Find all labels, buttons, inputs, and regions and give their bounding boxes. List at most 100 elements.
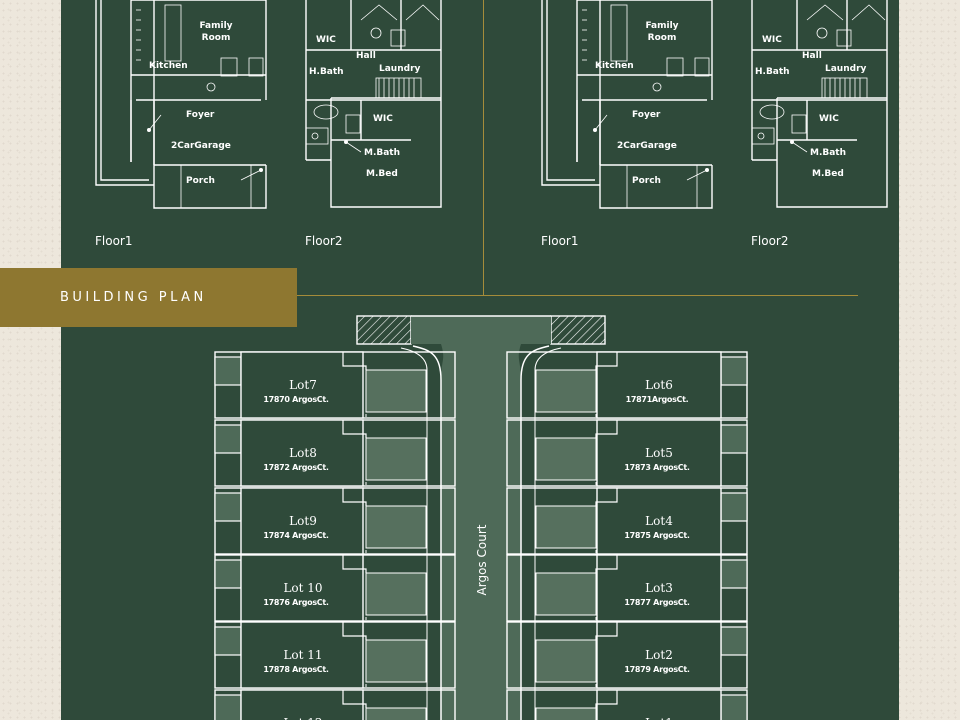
kitchen-counter [164,4,182,62]
lot-driveway [365,707,427,720]
fridge [248,57,264,77]
lot-address: 17871ArgosCt. [626,395,689,404]
argos-court-road [411,316,551,720]
lot-name: Lot 12 [283,716,322,720]
roof-lines [360,4,440,21]
room-label-wic: WIC [316,35,336,45]
lot-left-6[interactable]: Lot 12 [214,689,456,720]
floor2-inner-walls [350,0,402,50]
bathtub [313,104,339,120]
room-label-porch: Porch [186,176,215,186]
room-label-foyer: Foyer [632,110,661,120]
leader-dot [344,140,348,144]
lot-address: 17874 ArgosCt. [263,531,329,540]
room-label-wic-master: WIC [819,114,839,124]
floor1-fixture [652,82,662,92]
porch-posts [180,165,252,208]
lot-driveway [365,572,427,616]
vanity [751,127,775,145]
stair-block [220,57,238,77]
room-label-foyer: Foyer [186,110,215,120]
lot-name: Lot7 [289,378,317,392]
lot-driveway [535,369,597,413]
room-label-garage: 2CarGarage [617,141,677,151]
lot-left-1[interactable]: Lot7 17870 ArgosCt. [214,351,456,419]
leader-line [686,169,708,181]
floor1-label: Floor1 [95,234,133,248]
room-label-wic: WIC [762,35,782,45]
room-label-hbath: H.Bath [309,67,344,77]
lot-yard [214,424,242,454]
lot-yard [214,492,242,522]
room-label-garage: 2CarGarage [171,141,231,151]
hall-closet [836,29,852,47]
road-edges [411,315,551,720]
section-banner: BUILDING PLAN [0,268,297,327]
lot-yard [720,626,748,656]
leader-line [594,114,608,131]
lot-address: 17873 ArgosCt. [624,463,690,472]
lot-yard [214,356,242,386]
lot-right-5[interactable]: Lot2 17879 ArgosCt. [506,621,748,689]
lot-yard [720,559,748,589]
room-label-hall: Hall [802,51,822,61]
lot-name: Lot5 [645,446,673,460]
floor1-side-walls [95,0,154,186]
lot-right-2[interactable]: Lot5 17873 ArgosCt. [506,419,748,487]
room-label-hbath: H.Bath [755,67,790,77]
lot-driveway [365,639,427,683]
floor1-label: Floor1 [541,234,579,248]
hall-closet [390,29,406,47]
lot-name: Lot2 [645,648,673,662]
lot-address: 17879 ArgosCt. [624,665,690,674]
lot-yard [214,559,242,589]
leader-line [345,141,362,153]
stair [375,77,422,99]
lot-yard [720,424,748,454]
lot-name: Lot4 [645,514,673,528]
room-label-kitchen: Kitchen [149,61,188,71]
lot-name: Lot8 [289,446,317,460]
sink [311,132,319,140]
floor2-walls [751,0,888,208]
fridge [694,57,710,77]
floor2-inner-walls [796,0,848,50]
lot-address: 17878 ArgosCt. [263,665,329,674]
kitchen-counter [610,4,628,62]
room-label-porch: Porch [632,176,661,186]
stair [821,77,868,99]
section-rule [297,295,858,296]
floor1-fixture [206,82,216,92]
hatched-area-left [356,315,412,345]
floor1-side-walls [541,0,600,186]
lot-yard [214,626,242,656]
lot-address: 17870 ArgosCt. [263,395,329,404]
lot-yard [214,694,242,720]
leader-line [240,169,262,181]
leader-dot [259,168,263,172]
floor2-fixture [816,27,828,39]
room-label-laundry: Laundry [825,64,867,74]
sink [757,132,765,140]
vanity [305,127,329,145]
floor1-walls [130,0,267,209]
leader-line [791,141,808,153]
room-label-mbed: M.Bed [812,169,844,179]
roof-lines [806,4,886,21]
plan-divider [483,0,484,295]
